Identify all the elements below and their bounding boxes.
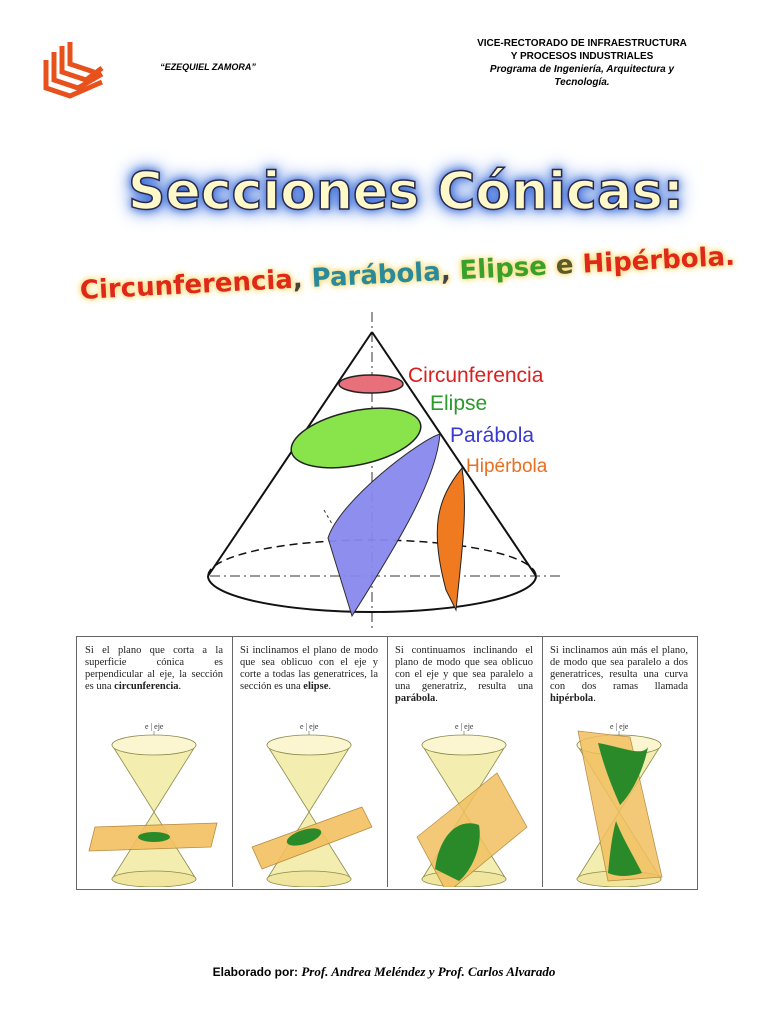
panel-axis-label: e | eje xyxy=(455,722,474,731)
ellipse-section xyxy=(290,407,422,469)
institution-logo xyxy=(40,38,110,100)
label-elipse: Elipse xyxy=(430,392,487,415)
panel-term: circunferencia xyxy=(114,681,179,692)
panel-figure-hyperbola: e | eje xyxy=(576,722,663,887)
footer-authors: Prof. Andrea Meléndez y Prof. Carlos Alv… xyxy=(301,964,556,979)
header-line-4: Tecnología. xyxy=(554,77,610,88)
subtitle-sep-2: , xyxy=(439,256,452,288)
panel-figure-circle: e | eje xyxy=(88,722,218,887)
panel-text-pre: Si continuamos inclinando el plano de mo… xyxy=(395,645,533,692)
panel-text: Si el plano que corta a la superficie có… xyxy=(85,645,223,693)
circle-section xyxy=(338,374,404,394)
institution-name: “EZEQUIEL ZAMORA” xyxy=(160,62,256,72)
label-circunferencia: Circunferencia xyxy=(408,364,544,387)
subtitle-circunferencia: Circunferencia xyxy=(79,264,294,306)
panel-text-pre: Si inclinamos aún más el plano, de modo … xyxy=(550,645,688,692)
panel-axis-label: e | eje xyxy=(300,722,319,731)
panel-text-pre: Si inclinamos el plano de modo que sea o… xyxy=(240,645,378,692)
label-hiperbola: Hipérbola xyxy=(466,456,548,477)
cone-base-front xyxy=(207,575,537,613)
panel-text-post: . xyxy=(328,681,331,692)
subtitle-parabola: Parábola xyxy=(310,257,442,294)
panel-text-post: . xyxy=(593,693,596,704)
panel-figure-parabola: e | eje xyxy=(416,722,528,887)
panel-text-post: . xyxy=(435,693,438,704)
panel-term: hipérbola xyxy=(550,693,594,704)
parabola-guide xyxy=(323,509,333,525)
panel-axis-label: e | eje xyxy=(610,722,629,731)
title-block: Secciones Cónicas: xyxy=(127,161,684,242)
panel-text: Si inclinamos aún más el plano, de modo … xyxy=(550,645,688,705)
subtitle-conjunction: e xyxy=(555,250,575,282)
hyperbola-section xyxy=(436,466,465,612)
panel-term: elipse xyxy=(303,681,329,692)
conic-sections-diagram: Circunferencia Elipse Parábola Hipérbola xyxy=(200,310,600,640)
panel-parabola: Si continuamos inclinando el plano de mo… xyxy=(387,637,543,887)
footer-prefix: Elaborado por: xyxy=(212,965,298,979)
parabola-section xyxy=(327,433,441,618)
subtitle-hiperbola: Hipérbola. xyxy=(581,241,736,280)
subtitle-elipse: Elipse xyxy=(458,251,548,287)
panel-text: Si continuamos inclinando el plano de mo… xyxy=(395,645,533,705)
panel-text: Si inclinamos el plano de modo que sea o… xyxy=(240,645,378,693)
page-title: Secciones Cónicas: xyxy=(127,161,684,223)
header-right-block: VICE-RECTORADO DE INFRAESTRUCTURA Y PROC… xyxy=(462,37,702,89)
panel-axis-label: e | eje xyxy=(145,722,164,731)
panel-elipse: Si inclinamos el plano de modo que sea o… xyxy=(232,637,388,887)
header-line-3: Programa de Ingeniería, Arquitectura y xyxy=(489,64,675,75)
subtitle: Circunferencia, Parábola, Elipse e Hipér… xyxy=(79,242,735,306)
panel-hiperbola: Si inclinamos aún más el plano, de modo … xyxy=(542,637,697,887)
explanation-panels: Si el plano que corta a la superficie có… xyxy=(76,636,698,890)
panel-text-post: . xyxy=(178,681,182,692)
panel-term: parábola xyxy=(395,693,436,704)
subtitle-sep-1: , xyxy=(291,264,304,295)
label-parabola: Parábola xyxy=(450,424,534,447)
panel-figure-ellipse: e | eje xyxy=(251,722,373,887)
cone-left-generatrix xyxy=(207,331,373,577)
panel-circunferencia: Si el plano que corta a la superficie có… xyxy=(77,637,233,887)
header-line-2: Y PROCESOS INDUSTRIALES xyxy=(510,51,654,62)
panel-text-pre: Si el plano que corta a la superficie có… xyxy=(85,645,223,692)
header-line-1: VICE-RECTORADO DE INFRAESTRUCTURA xyxy=(477,38,687,49)
cone-right-generatrix xyxy=(371,331,537,577)
footer: Elaborado por: Prof. Andrea Meléndez y P… xyxy=(0,964,768,980)
